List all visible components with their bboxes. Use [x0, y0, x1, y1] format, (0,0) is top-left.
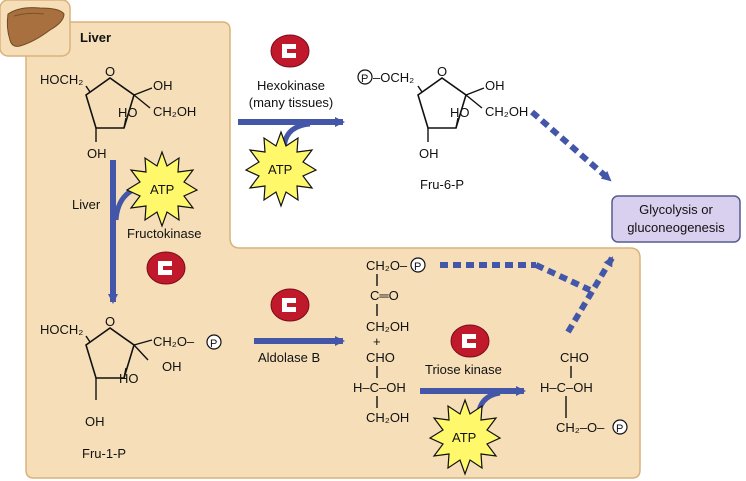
aldolase-label: Aldolase B	[258, 350, 320, 365]
atp-burst-icon: ATP	[125, 150, 199, 228]
ga3p-to-glycolysis-arrow	[565, 256, 615, 334]
dhap-to-glycolysis-line	[534, 262, 592, 293]
ga3p-hcoh: H–C–OH	[540, 380, 593, 395]
fru1p-hoch2: HOCH₂	[40, 322, 83, 337]
fru6p-oh-bottom: OH	[419, 146, 439, 161]
liver-label: Liver	[80, 30, 111, 45]
fru1p-name: Fru-1-P	[82, 446, 126, 461]
hexokinase-tissue-label: (many tissues)	[249, 95, 334, 110]
triose-kinase-label: Triose kinase	[425, 362, 502, 377]
fru6p-ch2oh: CH₂OH	[485, 104, 528, 119]
fructokinase-atp-label: ATP	[150, 182, 174, 197]
dhap-structure: CH₂O– P C═O CH₂OH	[366, 257, 426, 334]
fru1p-ring-o: O	[105, 314, 115, 329]
fru6p-ring-o: O	[437, 64, 447, 79]
glycolysis-box-line2: gluconeogenesis	[627, 220, 725, 235]
fructose-ch2oh: CH₂OH	[153, 104, 196, 119]
liver-panel	[25, 21, 641, 479]
enzyme-icon	[270, 34, 310, 68]
fru1p-structure: HOCH₂ O CH₂O– P OH HO OH Fru-1-P	[40, 314, 222, 461]
enzyme-icon	[146, 251, 186, 285]
fru1p-ho-inner: HO	[119, 371, 139, 386]
fru6p-oh-top: OH	[485, 78, 505, 93]
fructose-structure: HOCH₂ O OH CH₂OH HO OH	[40, 64, 196, 161]
enzyme-icon	[450, 324, 490, 358]
atp-burst-icon: ATP	[244, 130, 318, 208]
fru6p-phosphate: P	[361, 73, 368, 85]
fructose-oh-top: OH	[153, 78, 173, 93]
fructose-oh-bottom: OH	[87, 146, 107, 161]
glyceraldehyde-ch2oh: CH₂OH	[366, 410, 409, 425]
glyceraldehyde-structure: CHO H–C–OH CH₂OH	[353, 350, 409, 425]
ga3p-ch2o: CH₂–O–	[556, 420, 605, 435]
fru1p-oh-bottom: OH	[85, 414, 105, 429]
liver-organ-icon	[0, 0, 71, 57]
fructose-ring-o: O	[105, 64, 115, 79]
dhap-ch2o: CH₂O–	[366, 258, 408, 273]
fructose-hoch2: HOCH₂	[40, 72, 83, 87]
glyceraldehyde-cho: CHO	[366, 350, 395, 365]
dhap-ch2oh: CH₂OH	[366, 319, 409, 334]
glycolysis-box: Glycolysis or gluconeogenesis	[611, 195, 741, 243]
fru1p-oh-right: OH	[162, 359, 182, 374]
atp-burst-icon: ATP	[428, 398, 502, 476]
fru6p-structure: P –OCH₂ O OH CH₂OH HO OH Fru-6-P	[357, 64, 528, 192]
ga3p-cho: CHO	[560, 350, 589, 365]
hexokinase-atp-label: ATP	[268, 162, 292, 177]
fructokinase-label: Fructokinase	[127, 226, 201, 241]
enzyme-icon	[270, 288, 310, 322]
hexokinase-label: Hexokinase	[257, 78, 325, 93]
fru1p-phosphate: P	[210, 338, 217, 350]
dhap-carbonyl: C═O	[370, 288, 399, 303]
fru1p-ch2o: CH₂O–	[153, 334, 195, 349]
glyceraldehyde-hcoh: H–C–OH	[353, 380, 406, 395]
fru6p-name: Fru-6-P	[420, 177, 464, 192]
ga3p-structure: CHO H–C–OH CH₂–O– P	[540, 350, 628, 435]
products-plus-sign: +	[373, 334, 381, 349]
triose-kinase-atp-label: ATP	[452, 430, 476, 445]
dhap-phosphate: P	[414, 261, 421, 273]
ga3p-phosphate: P	[616, 423, 623, 435]
fru6p-och2: –OCH₂	[373, 70, 414, 85]
fructose-ho-inner: HO	[118, 105, 138, 120]
fru6p-ho-inner: HO	[450, 105, 470, 120]
glycolysis-box-line1: Glycolysis or	[639, 202, 713, 217]
fructokinase-location-label: Liver	[72, 197, 101, 212]
fru6p-to-glycolysis-arrow	[530, 109, 612, 183]
